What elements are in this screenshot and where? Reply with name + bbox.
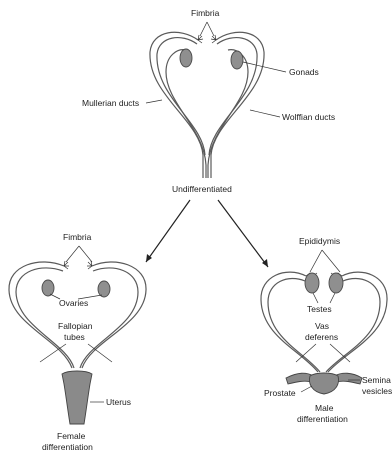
label-wolffian-ducts: Wolffian ducts [282,112,335,122]
epididymis-leader [310,250,340,272]
label-undifferentiated: Undifferentiated [172,184,232,194]
gonad-right [231,51,243,69]
arrow-to-male [218,200,268,267]
fimbria-female-leader [66,246,92,262]
caption-male-line2: differentiation [297,414,348,424]
label-mullerian-ducts: Mullerian ducts [82,98,139,108]
ovary-right [98,281,110,297]
label-fallopian-line1: Fallopian [58,321,93,331]
label-fimbria-female: Fimbria [63,232,92,242]
fallopian-tube-right-inner [80,268,138,368]
caption-female-line2: differentiation [42,442,93,452]
wolffian-duct-right [208,50,248,165]
fimbria-female-left [64,261,69,269]
label-epididymis: Epididymis [299,236,340,246]
label-ovaries: Ovaries [59,298,88,308]
gonads-leader [243,62,286,72]
gonad-left [180,49,192,67]
label-fallopian-line2: tubes [64,332,85,342]
fallopian-tube-left [9,262,72,368]
female-system: Fimbria Ovaries Fallopian tubes Uterus F… [9,232,146,452]
fallopian-tube-right [82,262,146,368]
label-uterus: Uterus [106,397,131,407]
undifferentiated-system: Fimbria Gonads Mullerian ducts Wolffian … [82,8,335,194]
testes-leader [313,293,335,303]
mullerian-leader [146,100,162,103]
label-testes: Testes [307,304,332,314]
arrow-to-female [146,200,190,262]
fimbria-left [198,35,203,43]
caption-female-line1: Female [57,431,86,441]
label-fimbria-top: Fimbria [191,8,220,18]
testis-right [329,273,343,293]
label-gonads: Gonads [289,67,319,77]
fimbria-female-right [87,261,92,269]
label-seminal-line2: vesicles [362,386,392,396]
fallopian-leader [40,344,112,362]
fimbria-leader [200,22,214,36]
uterus [62,371,92,424]
ovary-left [42,280,54,296]
caption-male-line1: Male [315,403,334,413]
label-prostate: Prostate [264,388,296,398]
common-duct [203,155,211,178]
prostate-leader [301,386,312,392]
label-vas-line1: Vas [315,321,329,331]
testis-left [305,273,319,293]
wolffian-leader [250,110,280,117]
label-vas-line2: deferens [305,332,338,342]
label-seminal-line1: Semina [362,375,391,385]
fimbria-right [211,35,216,43]
male-system: Epididymis Testes Vas deferens Semina ve… [261,236,392,424]
prostate [310,373,339,394]
